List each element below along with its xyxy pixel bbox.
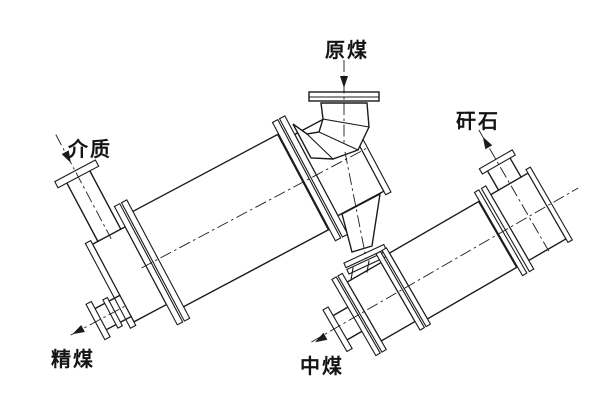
elbow-segment-seams: [306, 118, 370, 160]
secondary-axis-centerline: [311, 187, 579, 343]
cone-stub-lines: [350, 260, 370, 281]
gangue-centerline: [478, 129, 550, 252]
label-clean-coal: 精煤: [51, 347, 95, 371]
label-medium: 介质: [67, 137, 112, 161]
raw-coal-flow-arrow: [340, 76, 348, 88]
label-middlings: 中煤: [300, 354, 344, 378]
centerlines-overlay: [55, 60, 579, 343]
middlings-flow-arrow: [315, 332, 328, 343]
middlings-outlet-flange: [322, 306, 353, 353]
primary-cyclone-body: [54, 102, 392, 341]
medium-centerline: [55, 134, 112, 240]
middlings-outlet-pipe: [322, 306, 363, 353]
diagram-labels: 原煤 介质 精煤 中煤 矸石: [51, 39, 500, 378]
label-raw-coal: 原煤: [325, 39, 369, 62]
cone-flange: [343, 243, 387, 269]
gangue-flow-arrow: [482, 136, 493, 150]
medium-flow-arrow: [61, 150, 71, 163]
elbow-body: [292, 102, 370, 160]
raw-coal-inlet-elbow: [292, 91, 380, 160]
cone-body: [341, 192, 381, 253]
primary-endcap-flange: [84, 239, 137, 329]
clean-coal-flow-arrow: [72, 324, 85, 335]
label-gangue: 矸石: [456, 111, 500, 133]
feed-transfer-centerline: [344, 151, 367, 259]
